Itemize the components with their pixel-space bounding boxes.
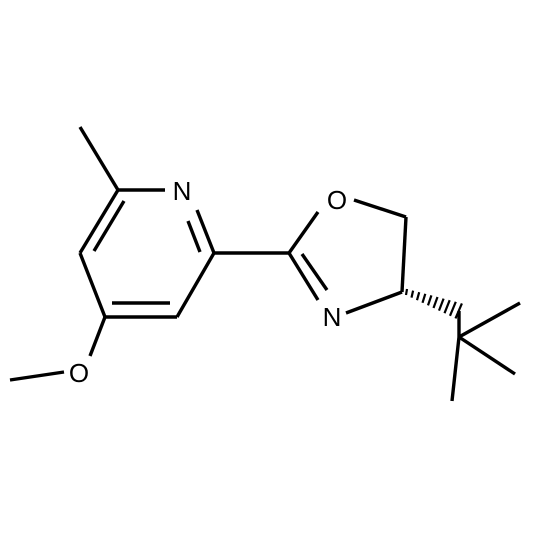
hash-6: [432, 296, 439, 309]
hash-2: [410, 290, 415, 298]
bond-o-c5: [353, 198, 407, 219]
bond-c5-c4: [400, 216, 408, 293]
tert-butyl-group: [450, 301, 521, 402]
bond-c5-c6-inner: [92, 200, 126, 252]
hash-3: [415, 291, 421, 301]
atom-label-o-oxazoline: O: [327, 185, 347, 215]
bond-c4-n: [345, 290, 403, 315]
bond-tbu-me2: [458, 335, 516, 376]
bond-methyl: [78, 126, 120, 191]
stereo-hash-wedge: [404, 288, 463, 319]
hash-9: [448, 301, 457, 317]
bond-n1-c2-inner: [186, 220, 202, 253]
atom-label-n-pyridine: N: [173, 176, 192, 206]
bond-tbu-me1: [458, 301, 521, 339]
bond-c5-c6: [78, 189, 120, 254]
methoxy-group: [9, 316, 107, 382]
bond-tbu-me3: [450, 336, 461, 402]
hash-10: [454, 302, 463, 319]
hash-4: [421, 293, 427, 304]
bond-o-ch3: [9, 370, 65, 382]
hash-1: [404, 288, 409, 296]
hash-5: [426, 295, 433, 306]
bond-n-c2-inner: [300, 253, 329, 291]
bond-c4-o: [88, 316, 107, 357]
atom-label-o-methoxy: O: [69, 358, 89, 388]
bond-c2-o: [287, 211, 320, 254]
bond-n-c2: [287, 252, 320, 301]
oxazoline-ring: [287, 198, 408, 315]
bond-c4-c5: [78, 252, 107, 318]
bond-n1-c2: [195, 209, 216, 254]
atom-label-n-oxazoline: N: [323, 302, 342, 332]
hash-8: [443, 299, 451, 314]
hash-7: [437, 298, 445, 311]
pyridine-ring: [78, 188, 216, 319]
bond-c2-c3: [175, 252, 216, 318]
